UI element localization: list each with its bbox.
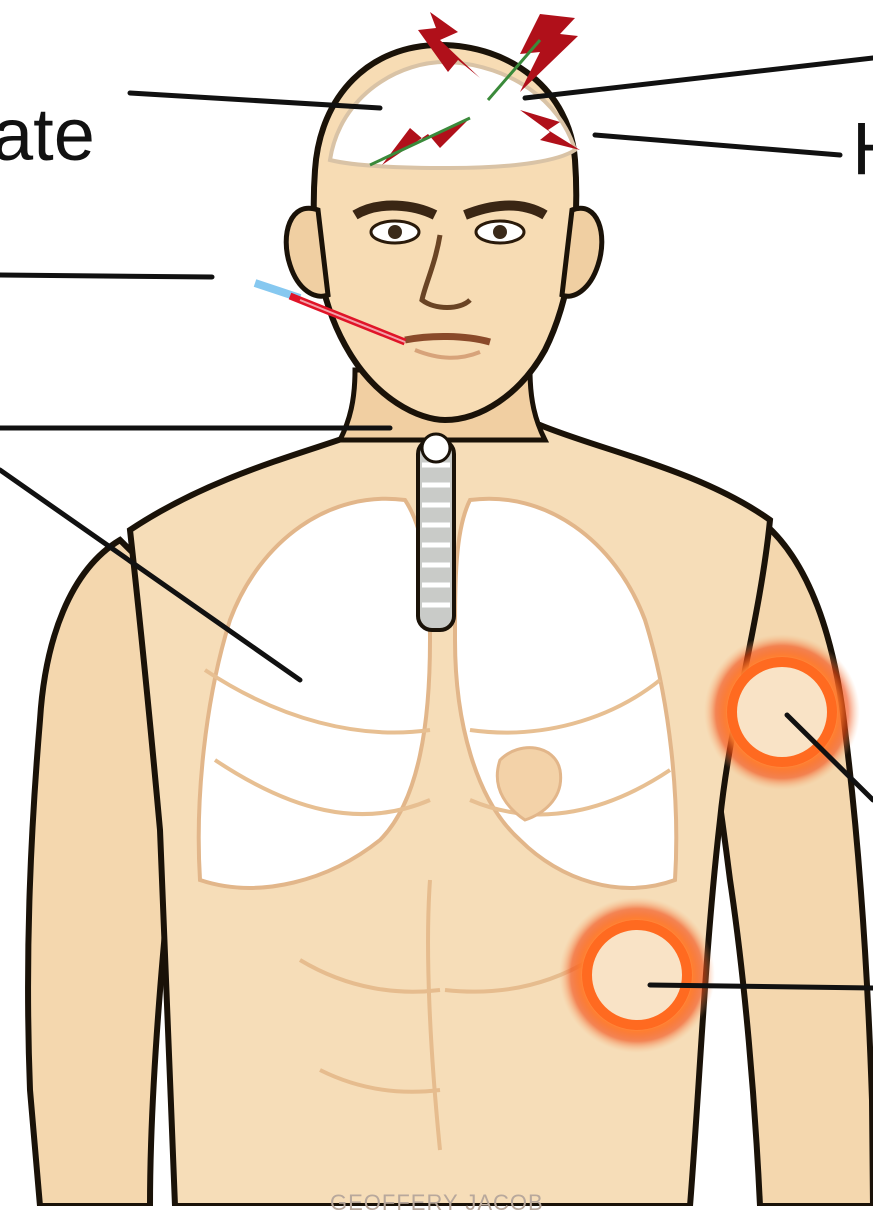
left-ear <box>286 208 328 296</box>
trachea <box>418 434 454 630</box>
label-top-left: ate <box>0 98 95 172</box>
body <box>28 45 873 1206</box>
leader-line-brain-right-top <box>525 58 873 98</box>
leader-line-brain-right <box>595 135 840 155</box>
leader-line-cheek <box>0 275 212 277</box>
watermark: GEOFFERY JACOB <box>330 1190 544 1216</box>
label-top-right: H <box>852 112 873 186</box>
leader-line-abdomen <box>650 985 873 988</box>
